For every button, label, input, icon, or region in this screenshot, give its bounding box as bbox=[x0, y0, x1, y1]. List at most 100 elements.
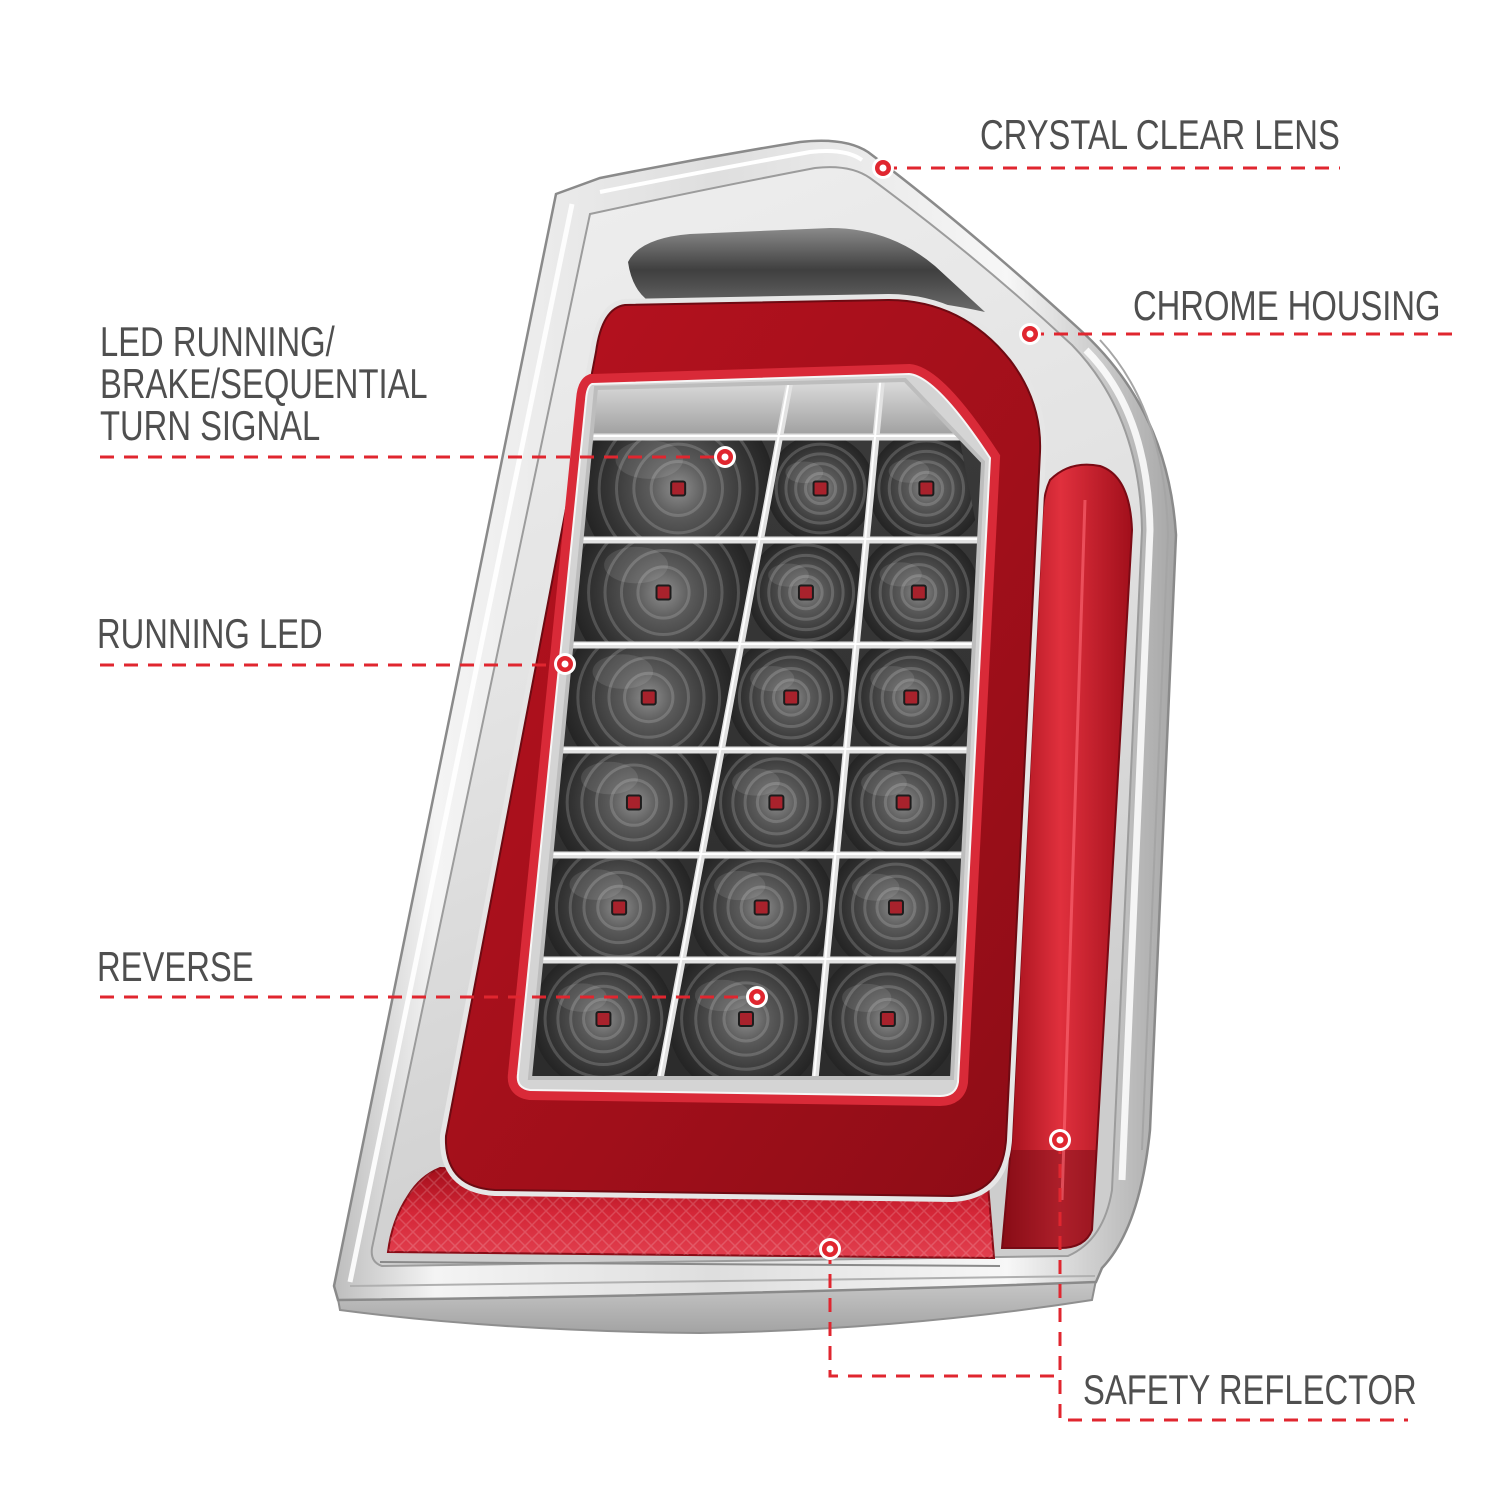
led-reflector-ring bbox=[607, 656, 690, 739]
led-reflector-ring bbox=[838, 855, 954, 960]
led-cell bbox=[848, 645, 974, 750]
led-reflector-ring bbox=[892, 678, 931, 717]
led-cell bbox=[828, 855, 964, 960]
led-reflector-ring bbox=[554, 855, 684, 960]
led-reflector-ring bbox=[869, 655, 953, 740]
led-cell bbox=[532, 960, 675, 1078]
led-reflector-ring bbox=[767, 553, 845, 632]
chrome-bottom-edge-line bbox=[349, 1275, 1096, 1287]
led-chip bbox=[753, 899, 770, 916]
callout-dot bbox=[746, 986, 768, 1008]
led-reflector-ring bbox=[872, 770, 936, 835]
led-chip bbox=[670, 480, 687, 497]
led-reflector-ring bbox=[582, 870, 656, 945]
led-reflector-ring bbox=[565, 750, 703, 855]
led-reflector-shine bbox=[714, 870, 766, 901]
led-reflector-ring bbox=[636, 565, 691, 620]
led-reflector-ring bbox=[749, 655, 834, 740]
led-reflector-ring bbox=[853, 985, 922, 1053]
chrome-bottom-lip-line bbox=[379, 1261, 1001, 1267]
led-reflector-ring bbox=[841, 972, 935, 1066]
led-reflector-ring bbox=[594, 763, 673, 842]
led-chip bbox=[737, 1011, 754, 1027]
callout-led-running-brake-turn: LED RUNNING/ BRAKE/SEQUENTIAL TURN SIGNA… bbox=[100, 318, 736, 468]
led-reflector-ring bbox=[556, 971, 651, 1067]
led-reflector-shine bbox=[604, 546, 669, 584]
led-reflector-ring bbox=[708, 981, 784, 1057]
led-chip bbox=[595, 1011, 612, 1027]
side-red-strip-highlight bbox=[1060, 499, 1087, 1201]
led-reflector-ring bbox=[848, 750, 959, 855]
led-cell bbox=[747, 540, 865, 645]
led-reflector-ring bbox=[719, 750, 834, 855]
chrome-rim-highlight-top bbox=[599, 149, 864, 194]
led-reflector-ring bbox=[581, 997, 625, 1041]
led-reflector-ring bbox=[649, 460, 707, 517]
led-reflector-shine bbox=[694, 979, 750, 1012]
dot-center bbox=[1026, 330, 1034, 338]
led-reflector-shine bbox=[569, 869, 623, 900]
led-reflector-ring bbox=[743, 769, 810, 836]
led-reflector-ring bbox=[755, 781, 797, 824]
callout-chrome-housing: CHROME HOUSING bbox=[1019, 282, 1458, 345]
led-chip bbox=[655, 584, 672, 601]
led-reflector-ring bbox=[774, 442, 867, 535]
led-reflector-shine bbox=[842, 983, 892, 1012]
led-chip bbox=[812, 480, 829, 497]
led-reflector-ring bbox=[863, 874, 929, 941]
chrome-highlight-right bbox=[1083, 347, 1154, 1181]
callout-dot-side bbox=[1049, 1129, 1071, 1151]
side-red-strip-shade bbox=[1002, 1150, 1096, 1248]
callout-label: CHROME HOUSING bbox=[1133, 282, 1441, 329]
led-reflector-ring bbox=[784, 452, 857, 525]
led-reflector-ring bbox=[889, 563, 949, 622]
lens-top-band bbox=[628, 228, 985, 312]
led-cell bbox=[728, 645, 855, 750]
led-chip bbox=[640, 689, 657, 706]
led-reflector-ring bbox=[887, 449, 966, 528]
led-reflector-ring bbox=[803, 471, 838, 506]
dot-center bbox=[826, 1245, 834, 1253]
led-reflector-ring bbox=[908, 470, 945, 507]
callout-label-line-3: TURN SIGNAL bbox=[100, 402, 320, 449]
callout-crystal-clear-lens: CRYSTAL CLEAR LENS bbox=[872, 111, 1340, 179]
led-cell bbox=[572, 540, 755, 645]
led-reflector-ring bbox=[739, 885, 784, 930]
led-reflector-shine bbox=[615, 440, 683, 479]
led-chip bbox=[895, 794, 912, 811]
callout-reverse: REVERSE bbox=[97, 943, 768, 1008]
led-reflector-ring bbox=[694, 967, 798, 1071]
led-reflector-ring bbox=[777, 564, 835, 621]
led-reflector-ring bbox=[866, 997, 910, 1041]
led-reflector-shine bbox=[592, 654, 654, 689]
led-reflector-ring bbox=[851, 862, 941, 953]
led-reflector-ring bbox=[756, 543, 856, 642]
led-reflector-ring bbox=[623, 671, 675, 724]
led-reflector-ring bbox=[878, 552, 960, 633]
callout-label-line-1: LED RUNNING/ bbox=[100, 318, 335, 365]
led-reflector-ring bbox=[771, 678, 811, 717]
led-cell bbox=[708, 750, 845, 855]
dot-center bbox=[753, 993, 761, 1001]
callout-dot bbox=[872, 157, 894, 179]
led-chip bbox=[797, 584, 814, 601]
led-cell bbox=[562, 645, 736, 750]
led-reflector-ring bbox=[614, 437, 742, 540]
grid-highlight bbox=[656, 380, 792, 1078]
led-chip bbox=[783, 689, 800, 706]
led-chip bbox=[879, 1011, 896, 1027]
chrome-rim-highlight-left bbox=[347, 203, 575, 1283]
led-reflector-ring bbox=[875, 887, 917, 928]
led-reflector-ring bbox=[632, 442, 724, 535]
led-reflector-shine bbox=[888, 459, 930, 483]
callout-dot bbox=[1019, 323, 1041, 345]
led-reflector-shine bbox=[851, 873, 900, 901]
grid-highlight bbox=[812, 380, 882, 1078]
led-reflector-ring bbox=[603, 540, 724, 645]
led-reflector-ring bbox=[596, 884, 643, 931]
led-reflector-ring bbox=[788, 574, 824, 611]
led-reflector-ring bbox=[722, 995, 770, 1043]
led-reflector-ring bbox=[568, 857, 670, 958]
callout-label: RUNNING LED bbox=[97, 610, 323, 657]
